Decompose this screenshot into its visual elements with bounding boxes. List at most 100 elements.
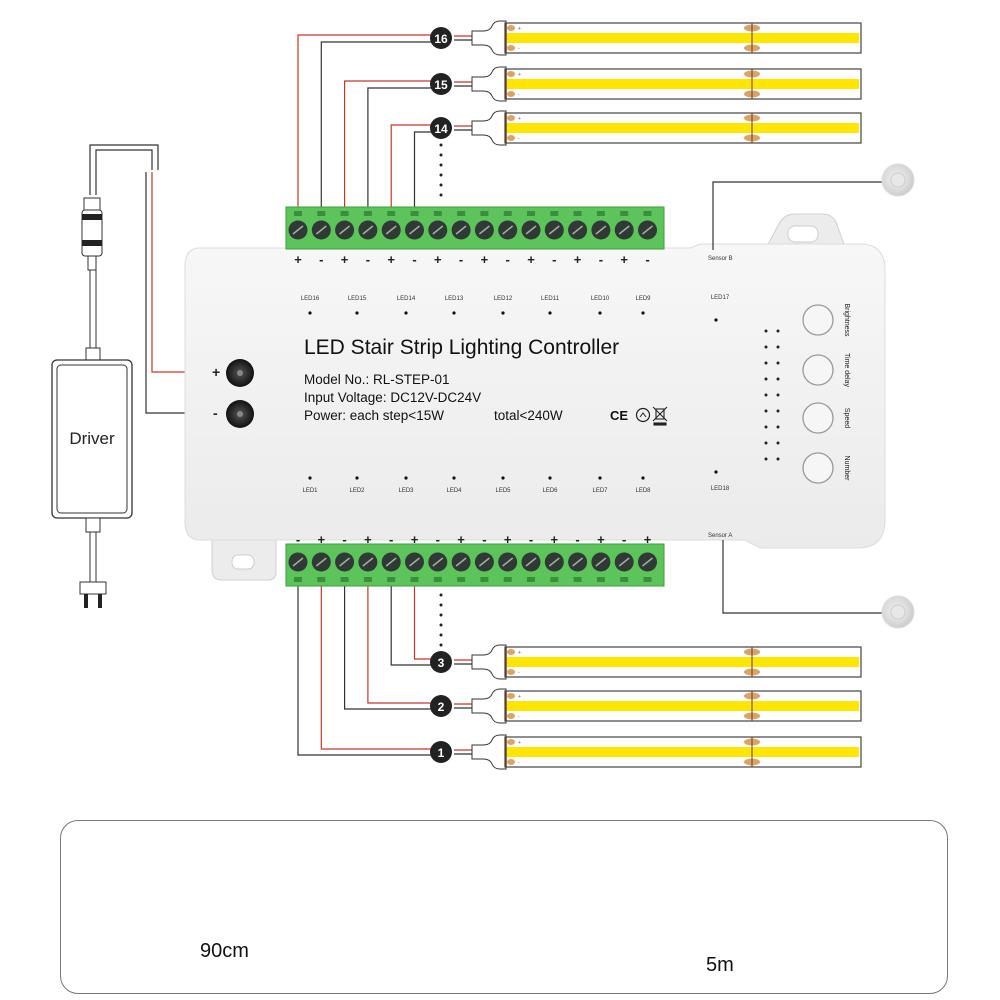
solder-pad (507, 91, 515, 97)
terminal-slot (503, 577, 512, 582)
cob-led-line (507, 701, 859, 711)
vent-dot (764, 393, 768, 397)
vent-dot (776, 329, 780, 333)
button-label: Speed (843, 408, 850, 428)
pad-plus-label: + (518, 650, 521, 656)
polarity-top: - (599, 252, 603, 267)
led-indicator (308, 476, 312, 480)
pad-minus-label: - (518, 714, 520, 720)
button-brightness[interactable] (802, 304, 834, 336)
led-strip-1: +-1 (430, 734, 862, 770)
terminal-slot (387, 577, 396, 582)
polarity-bottom: + (364, 532, 372, 547)
polarity-bottom: - (342, 532, 346, 547)
button-label: Time delay (843, 353, 850, 387)
polarity-top: - (552, 252, 556, 267)
polarity-top: + (481, 252, 489, 267)
pad-minus-label: - (518, 136, 520, 142)
vent-dot (764, 457, 768, 461)
vent-dot (776, 441, 780, 445)
terminal-slot (620, 211, 629, 216)
power-total: total<240W (494, 408, 563, 423)
terminal-slot (596, 211, 605, 216)
polarity-top: + (620, 252, 628, 267)
led18-indicator (714, 470, 718, 474)
polarity-top: + (527, 252, 535, 267)
button-label: Number (843, 456, 850, 482)
driver-label: Driver (69, 429, 115, 448)
solder-pad (507, 25, 515, 31)
model-number: Model No.: RL-STEP-01 (304, 372, 450, 387)
polarity-bottom: - (436, 532, 440, 547)
terminal-slot (643, 577, 652, 582)
solder-pad (507, 115, 515, 121)
strip-number: 3 (438, 656, 445, 670)
polarity-bottom: + (597, 532, 605, 547)
strip-connector (471, 20, 507, 56)
terminal-slot (457, 211, 466, 216)
terminal-slot (340, 211, 349, 216)
strip-connector (471, 688, 507, 724)
controller: LED Stair Strip Lighting Controller Mode… (184, 206, 886, 587)
vent-dot (776, 393, 780, 397)
led-label-top: LED13 (445, 296, 464, 302)
pad-plus-label: + (518, 740, 521, 746)
polarity-bottom: + (644, 532, 652, 547)
polarity-bottom: - (296, 532, 300, 547)
input-voltage: Input Voltage: DC12V-DC24V (304, 390, 481, 405)
led-label-top: LED12 (494, 296, 513, 302)
strip-number-badge (430, 27, 452, 49)
vent-dot (776, 361, 780, 365)
led-indicator (501, 476, 505, 480)
dc-connector-cap (83, 197, 101, 211)
polarity-bottom: + (318, 532, 326, 547)
led18-label: LED18 (711, 486, 730, 492)
led-label-top: LED16 (301, 296, 320, 302)
pad-minus-label: - (518, 46, 520, 52)
sensor-b-label: Sensor B (708, 256, 733, 262)
sensor-b-assembly (712, 163, 915, 250)
led-indicator (404, 311, 408, 315)
led-label-top: LED10 (591, 296, 610, 302)
vent-dot (776, 457, 780, 461)
strip-connector (471, 66, 507, 102)
led-label-top: LED9 (635, 296, 651, 302)
polarity-bottom: - (529, 532, 533, 547)
polarity-top: - (506, 252, 510, 267)
pad-minus-label: - (518, 760, 520, 766)
cob-led-line (507, 123, 859, 133)
led-indicator (548, 311, 552, 315)
rohs-recycle-icon (635, 407, 651, 423)
terminal-slot (363, 211, 372, 216)
button-time-delay[interactable] (802, 354, 834, 386)
button-number[interactable] (802, 452, 834, 484)
pad-minus-label: - (518, 92, 520, 98)
continuation-dots-top (439, 143, 443, 197)
led-indicator (308, 311, 312, 315)
led-label-top: LED14 (397, 296, 416, 302)
button-speed[interactable] (802, 402, 834, 434)
driver-assembly: Driver (51, 197, 133, 608)
polarity-top: - (366, 252, 370, 267)
led-indicator (641, 476, 645, 480)
led-strips: +-16+-15+-14+-3+-2+-1 (430, 20, 862, 770)
led-strip-2: +-2 (430, 688, 862, 724)
extension-cable-length-label: 5m (706, 954, 734, 976)
terminal-slot (410, 577, 419, 582)
vent-dot (764, 361, 768, 365)
led-indicator (641, 311, 645, 315)
terminal-slot (433, 577, 442, 582)
pad-plus-label: + (518, 694, 521, 700)
led-indicator (355, 476, 359, 480)
vent-dot (764, 345, 768, 349)
polarity-top: - (319, 252, 323, 267)
terminal-slot (573, 577, 582, 582)
polarity-top: + (574, 252, 582, 267)
pad-plus-label: + (518, 116, 521, 122)
strip-number-badge (430, 117, 452, 139)
led-label-bottom: LED6 (542, 488, 558, 494)
vent-dot (776, 409, 780, 413)
led-label-bottom: LED3 (398, 488, 414, 494)
strip-number-badge (430, 695, 452, 717)
polarity-bottom: + (504, 532, 512, 547)
